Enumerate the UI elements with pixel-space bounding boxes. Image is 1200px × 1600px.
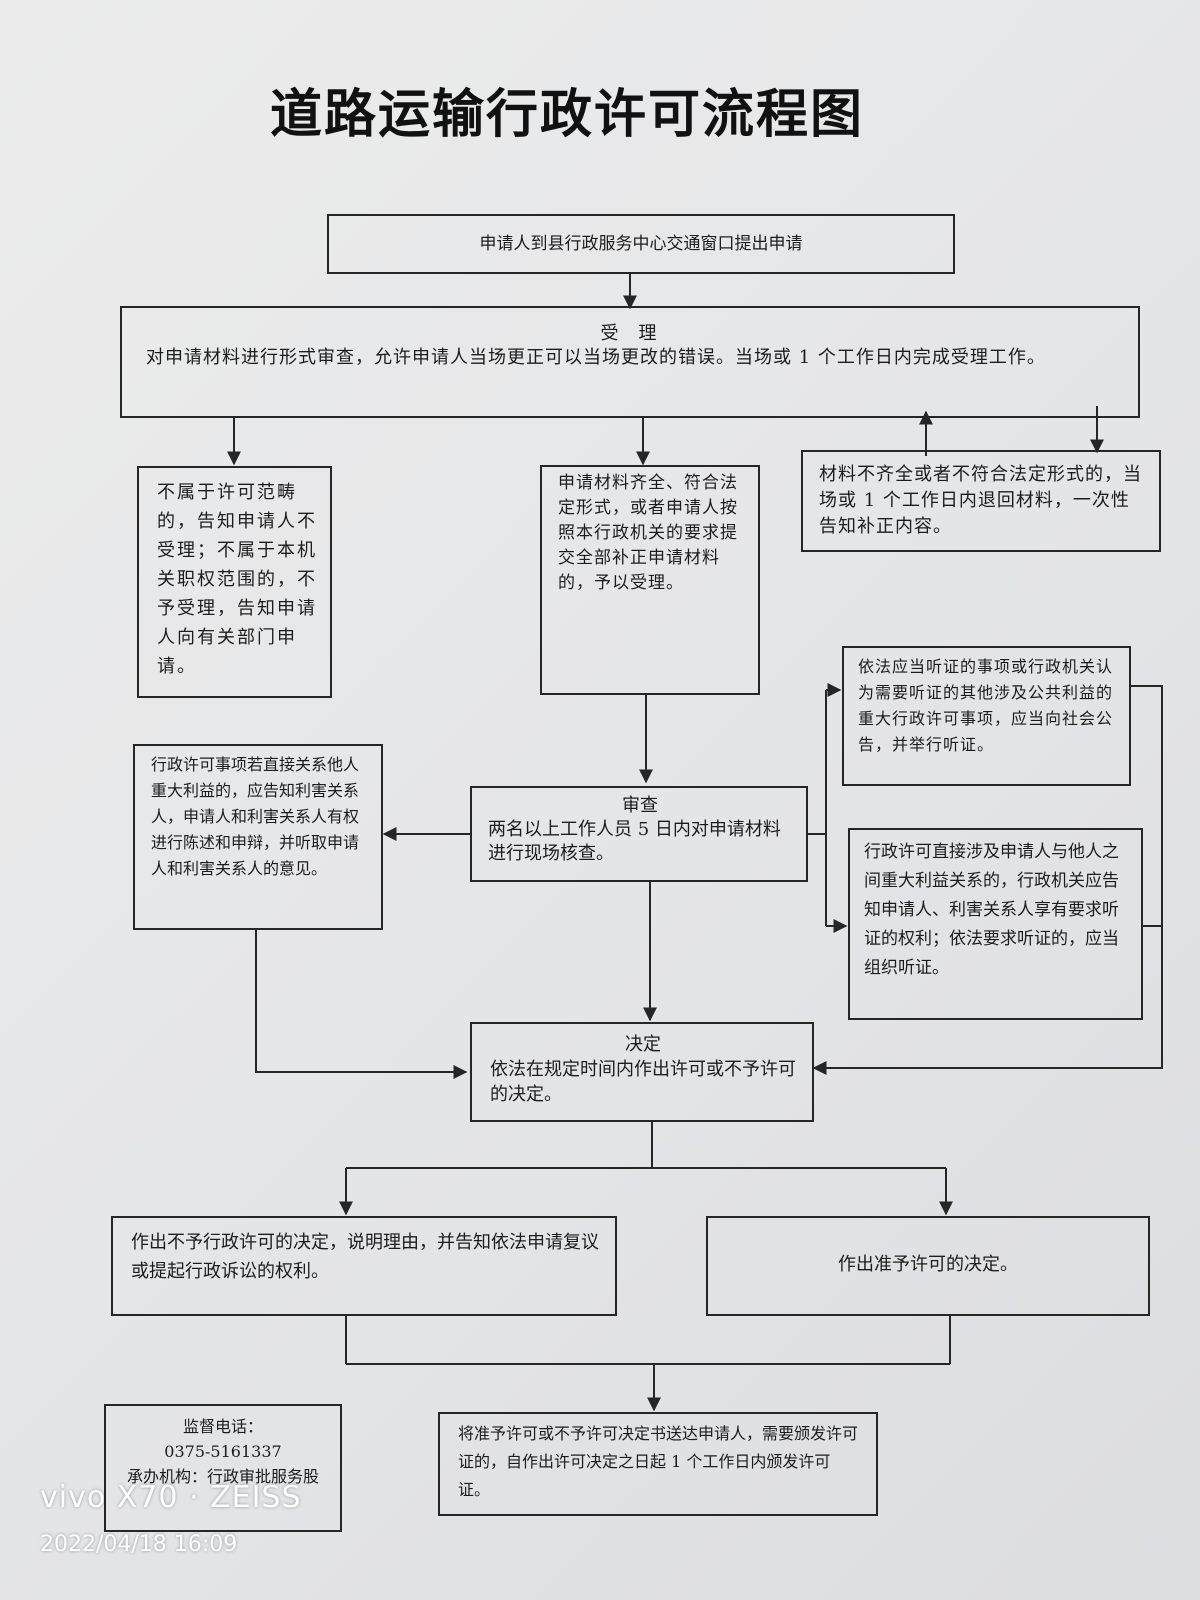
contact-phone: 0375-5161337 (164, 1442, 282, 1461)
review-body: 两名以上工作人员 5 日内对申请材料进行现场核查。 (488, 819, 781, 864)
contact-label: 监督电话： (182, 1417, 263, 1436)
review-title: 审查 (622, 795, 658, 816)
deliver-text: 将准予许可或不予许可决定书送达申请人，需要颁发许可证的，自作出许可决定之日起 1… (458, 1424, 859, 1499)
contact-box: 监督电话： 0375-5161337 承办机构：行政审批服务股 (104, 1404, 342, 1532)
interested-parties-text: 行政许可事项若直接关系他人重大利益的，应告知利害关系人，申请人和利害关系人有权进… (151, 755, 360, 878)
apply-text: 申请人到县行政服务中心交通窗口提出申请 (479, 234, 803, 254)
arrow-interested-to-decision (255, 930, 468, 1079)
decision-body: 依法在规定时间内作出许可或不予许可的决定。 (490, 1059, 796, 1105)
decision-title: 决定 (625, 1034, 661, 1055)
public-hearing-box: 依法应当听证的事项或行政机关认为需要听证的其他涉及公共利益的重大行政许可事项，应… (842, 646, 1131, 786)
public-hearing-text: 依法应当听证的事项或行政机关认为需要听证的其他涉及公共利益的重大行政许可事项，应… (858, 657, 1114, 754)
apply-box: 申请人到县行政服务中心交通窗口提出申请 (327, 214, 955, 274)
not-accepted-box: 不属于许可范畴的，告知申请人不受理；不属于本机关职权范围的，不予受理，告知申请人… (137, 466, 332, 698)
grant-decision-box: 作出准予许可的决定。 (706, 1216, 1150, 1316)
party-hearing-box: 行政许可直接涉及申请人与他人之间重大利益关系的，行政机关应告知申请人、利害关系人… (848, 828, 1143, 1020)
contact-office: 承办机构：行政审批服务股 (126, 1467, 319, 1486)
deny-decision-text: 作出不予行政许可的决定，说明理由，并告知依法申请复议或提起行政诉讼的权利。 (131, 1232, 599, 1282)
review-box: 审查 两名以上工作人员 5 日内对申请材料进行现场核查。 (470, 786, 808, 882)
materials-incomplete-text: 材料不齐全或者不符合法定形式的，当场或 1 个工作日内退回材料，一次性告知补正内… (819, 464, 1142, 537)
materials-complete-box: 申请材料齐全、符合法定形式，或者申请人按照本行政机关的要求提交全部补正申请材料的… (540, 465, 760, 695)
materials-incomplete-box: 材料不齐全或者不符合法定形式的，当场或 1 个工作日内退回材料，一次性告知补正内… (801, 450, 1161, 552)
photo-timestamp: 2022/04/18 16:09 (40, 1532, 238, 1557)
camera-watermark: vivo X70 · ZEISS (40, 1480, 302, 1515)
page-title: 道路运输行政许可流程图 (270, 85, 865, 145)
not-accepted-text: 不属于许可范畴的，告知申请人不受理；不属于本机关职权范围的，不予受理，告知申请人… (157, 482, 317, 677)
materials-complete-text: 申请材料齐全、符合法定形式，或者申请人按照本行政机关的要求提交全部补正申请材料的… (558, 473, 738, 593)
interested-parties-box: 行政许可事项若直接关系他人重大利益的，应告知利害关系人，申请人和利害关系人有权进… (133, 744, 383, 930)
deny-decision-box: 作出不予行政许可的决定，说明理由，并告知依法申请复议或提起行政诉讼的权利。 (111, 1216, 617, 1316)
accept-title: 受 理 (600, 323, 658, 344)
accept-body: 对申请材料进行形式审查，允许申请人当场更正可以当场更改的错误。当场或 1 个工作… (146, 347, 1046, 368)
party-hearing-text: 行政许可直接涉及申请人与他人之间重大利益关系的，行政机关应告知申请人、利害关系人… (864, 842, 1119, 978)
deliver-box: 将准予许可或不予许可决定书送达申请人，需要颁发许可证的，自作出许可决定之日起 1… (438, 1412, 878, 1516)
decision-box: 决定 依法在规定时间内作出许可或不予许可的决定。 (470, 1022, 814, 1122)
arrow-hearings-to-decision (812, 685, 1163, 1075)
grant-decision-text: 作出准予许可的决定。 (838, 1254, 1018, 1275)
accept-box: 受 理 对申请材料进行形式审查，允许申请人当场更正可以当场更改的错误。当场或 1… (120, 306, 1140, 418)
